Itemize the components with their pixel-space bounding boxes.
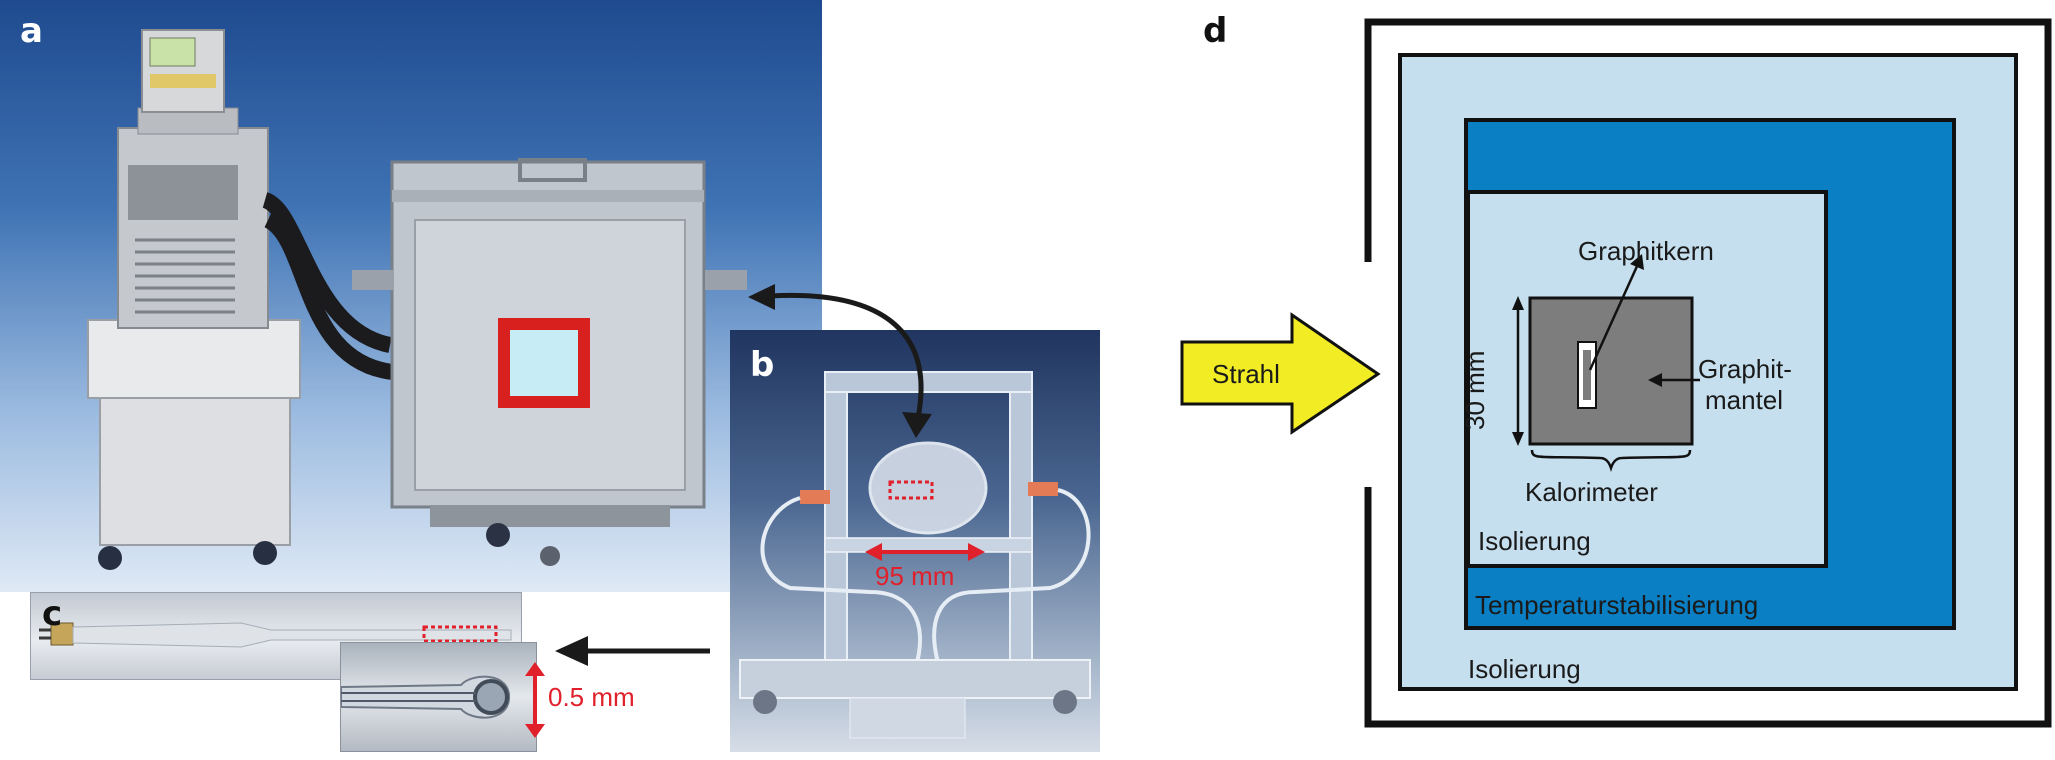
photo-probe-tip [340,642,537,752]
label-graphite-jacket-line2: mantel [1705,385,1784,415]
graphite-core [1583,350,1591,400]
photo-detector-holder: 95 mm [730,330,1100,752]
graphite-jacket [1528,296,1694,446]
probe-illustration [39,622,512,648]
label-insulation-outer: Isolierung [1468,654,1581,684]
panel-label-a: a [20,11,43,51]
panel-label-d: d [1203,11,1228,51]
holder-illustration [739,371,1091,739]
probe-tip-illustration [341,675,511,719]
label-calorimeter: Kalorimeter [1525,477,1658,507]
outer-housing [1364,18,2052,728]
panel-label-b: b [750,345,775,385]
dimension-95mm: 95 mm [875,561,955,591]
label-graphite-jacket-line1: Graphit- [1698,354,1792,384]
photo-probe [30,592,522,680]
label-size-30mm: 30 mm [1460,350,1490,430]
label-beam: Strahl [1212,359,1280,389]
pointer-graphite-core [1588,263,1640,371]
photo-apparatus [0,0,822,592]
panel-label-c: c [42,594,63,634]
dimension-arrow-05mm [525,662,545,738]
apparatus-illustration [87,29,747,570]
label-insulation-inner: Isolierung [1478,526,1591,556]
curved-arrow-a-to-b [769,292,924,419]
label-graphite-core: Graphitkern [1578,236,1714,266]
calorimeter-brace [1530,449,1692,472]
beam-arrow [1180,312,1381,435]
label-temperature-stabilisation: Temperaturstabilisierung [1475,590,1759,620]
dimension-05mm: 0.5 mm [548,682,635,712]
